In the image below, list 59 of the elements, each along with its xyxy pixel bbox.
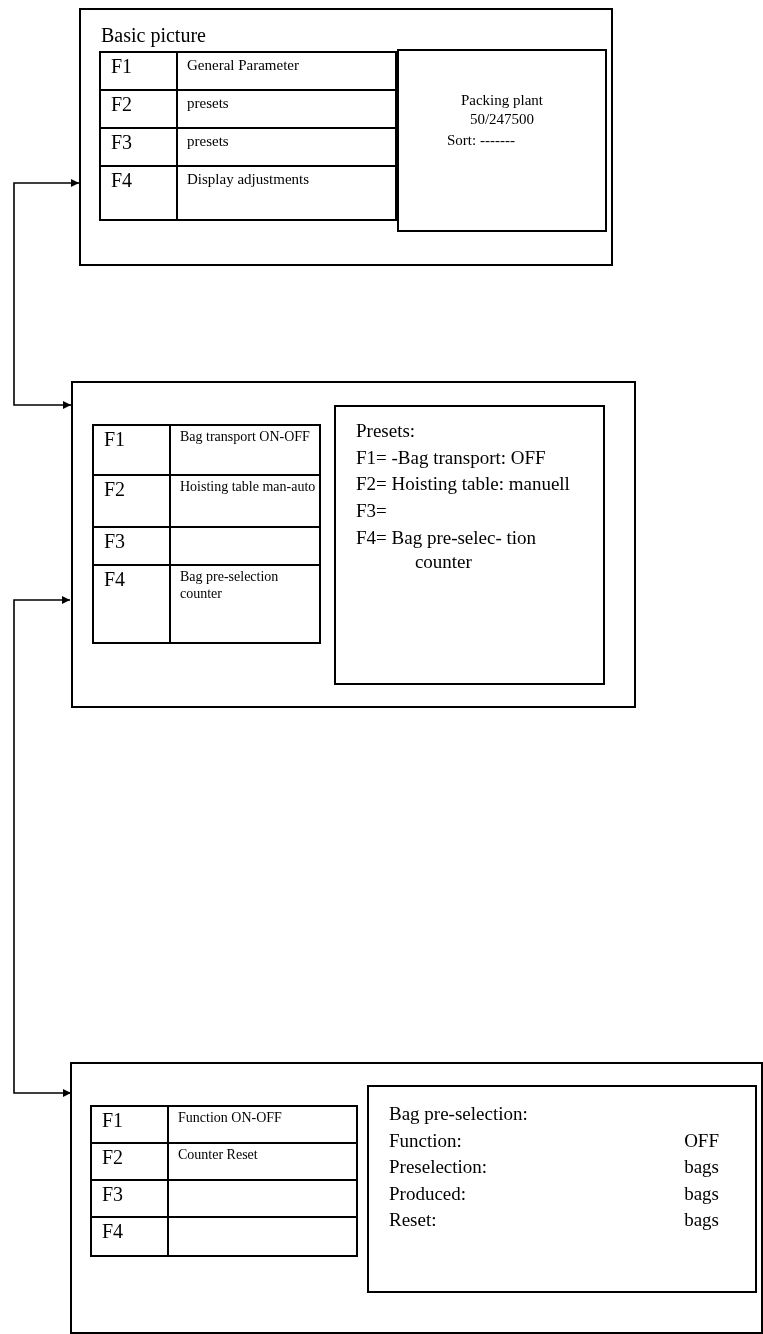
function-key-label: F3 — [102, 1183, 124, 1206]
display-text: Function: — [389, 1128, 462, 1153]
menu-item-label: presets — [187, 95, 229, 111]
screen-title: Basic picture — [101, 24, 206, 47]
menu-table — [90, 1105, 358, 1257]
function-key-label: F1 — [102, 1109, 124, 1132]
display-screen — [334, 405, 605, 685]
display-text: bags — [684, 1155, 719, 1180]
menu-item-label: General Parameter — [187, 57, 300, 73]
screen-panel — [79, 8, 613, 266]
menu-row — [92, 1144, 356, 1181]
display-text: Preselection: — [389, 1155, 488, 1180]
display-heading: Bag pre-selection: — [389, 1103, 528, 1124]
menu-row — [94, 528, 319, 566]
menu-row — [101, 129, 395, 167]
menu-item-label: presets — [187, 133, 229, 149]
menu-row — [92, 1181, 356, 1218]
menu-item-label: Bag transport ON-OFF — [180, 429, 310, 444]
function-key-label: F3 — [111, 131, 133, 154]
display-text: F4= Bag pre-selec- tion counter — [356, 526, 537, 573]
menu-row — [94, 426, 319, 476]
menu-item-label: Display adjustments — [187, 171, 310, 187]
function-key-label: F4 — [104, 568, 126, 591]
display-text: Sort: ------- — [447, 131, 515, 148]
display-screen — [367, 1085, 757, 1293]
function-key-label: F1 — [104, 428, 126, 451]
function-key-label: F3 — [104, 530, 126, 553]
arrow — [13, 179, 80, 409]
menu-row — [94, 476, 319, 528]
display-text: 50/247500 — [469, 110, 535, 127]
menu-row — [92, 1107, 356, 1144]
arrow — [13, 596, 72, 1097]
display-text: bags — [684, 1181, 719, 1206]
menu-item-label: Hoisting table man-auto — [180, 479, 316, 494]
function-key-label: F2 — [111, 93, 133, 116]
menu-item-label: Function ON-OFF — [178, 1110, 282, 1125]
display-text: Produced: — [389, 1181, 467, 1206]
display-text: F2= Hoisting table: manuell — [356, 473, 570, 495]
screen-panel — [70, 1062, 763, 1334]
display-text: F3= — [356, 500, 387, 522]
menu-row — [101, 53, 395, 91]
display-screen — [397, 49, 607, 232]
display-text: bags — [684, 1208, 719, 1233]
menu-table — [92, 424, 321, 644]
function-key-label: F1 — [111, 55, 133, 78]
menu-item-label: Bag pre-selection counter — [180, 569, 279, 601]
display-text: OFF — [684, 1128, 719, 1153]
menu-item-label: Counter Reset — [178, 1147, 258, 1162]
function-key-label: F2 — [102, 1146, 124, 1169]
menu-table — [99, 51, 397, 221]
display-text: F1= -Bag transport: OFF — [356, 446, 546, 468]
display-text: Presets: — [356, 420, 416, 441]
screen-panel — [71, 381, 636, 708]
display-text: Packing plant — [460, 92, 544, 108]
function-key-label: F4 — [102, 1220, 124, 1243]
function-key-label: F4 — [111, 169, 133, 192]
menu-row — [101, 91, 395, 129]
display-text: Reset: — [389, 1208, 437, 1233]
function-key-label: F2 — [104, 478, 126, 501]
